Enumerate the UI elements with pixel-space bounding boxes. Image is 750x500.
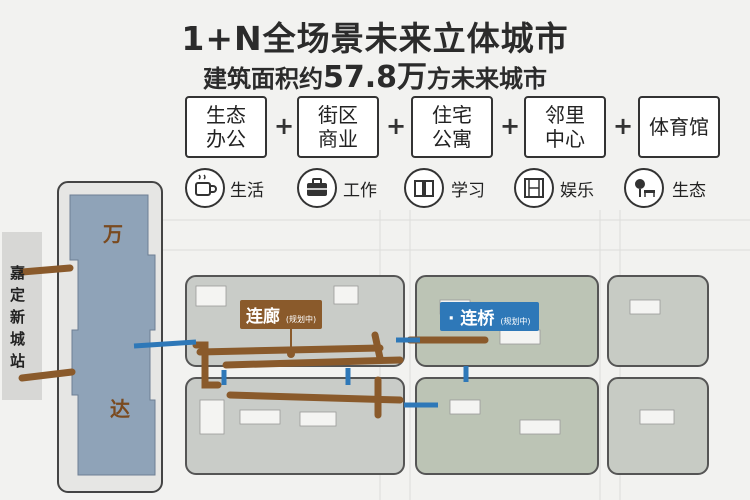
- plus-sign: +: [500, 112, 521, 140]
- feature-label-entertainment: 娱乐: [560, 181, 594, 201]
- bridge-dot: ·: [448, 309, 455, 329]
- station-strip: [2, 232, 42, 400]
- category-neighborhood: 邻里 中心: [524, 96, 606, 158]
- category-stadium-label: 体育馆: [649, 115, 709, 139]
- category-residence: 住宅 公寓: [411, 96, 493, 158]
- plant-bench-icon: [624, 168, 664, 208]
- category-residence-label: 住宅 公寓: [432, 103, 472, 151]
- wanda-label-top: 万: [103, 222, 123, 246]
- subtitle-suffix: 方未来城市: [427, 65, 548, 93]
- feature-label-ecology: 生态: [672, 181, 706, 201]
- coffee-cup-icon: [185, 168, 225, 208]
- corridor-paths: [18, 264, 489, 419]
- page-subtitle: 建筑面积约57.8万方未来城市: [0, 52, 750, 96]
- film-icon: [514, 168, 554, 208]
- category-commerce-label: 街区 商业: [318, 103, 358, 151]
- feature-label-study: 学习: [451, 181, 485, 201]
- subtitle-area: 57.8万: [322, 60, 428, 95]
- category-office-label: 生态 办公: [206, 103, 246, 151]
- bridge-paths: [133, 337, 469, 408]
- corridor-label-text: 连廊: [246, 307, 280, 327]
- feature-label-life: 生活: [230, 181, 264, 201]
- bridge-label: · 连桥 (规划中): [440, 302, 539, 331]
- station-label: 嘉定新城站: [10, 264, 26, 370]
- block-residence-2: [415, 377, 599, 475]
- corridor-pointer: [287, 324, 295, 358]
- block-east-2: [607, 377, 709, 475]
- category-neighborhood-label: 邻里 中心: [545, 103, 585, 151]
- corridor-label: 连廊 (规划中): [240, 300, 323, 329]
- category-commerce: 街区 商业: [297, 96, 379, 158]
- category-stadium: 体育馆: [638, 96, 720, 158]
- block-east-1: [607, 275, 709, 367]
- page-title: 1+N全场景未来立体城市: [181, 19, 569, 58]
- wanda-label-bottom: 达: [110, 397, 130, 421]
- wanda-mall-building: [69, 194, 156, 476]
- bridge-note: (规划中): [500, 317, 531, 326]
- plus-sign: +: [386, 112, 407, 140]
- category-office: 生态 办公: [185, 96, 267, 158]
- plus-sign: +: [274, 112, 295, 140]
- corridor-note: (规划中): [285, 315, 317, 324]
- plus-sign: +: [613, 112, 634, 140]
- briefcase-icon: [297, 168, 337, 208]
- subtitle-prefix: 建筑面积约: [202, 65, 323, 93]
- bridge-label-text: 连桥: [460, 309, 495, 329]
- feature-label-work: 工作: [343, 181, 377, 201]
- book-icon: [404, 168, 444, 208]
